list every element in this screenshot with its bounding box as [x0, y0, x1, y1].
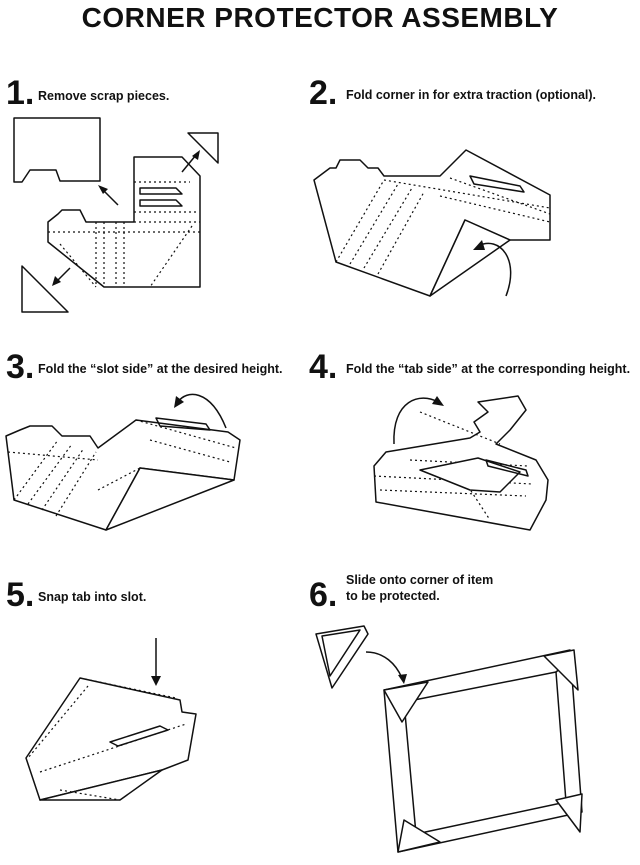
scrap-piece-square	[13, 117, 101, 183]
step-6-caption-line1: Slide onto corner of item	[346, 573, 494, 587]
step-5-number: 5.	[6, 576, 35, 614]
step-1-number: 1.	[6, 74, 35, 112]
step-1-caption: Remove scrap pieces.	[38, 89, 170, 103]
step-3-illustration	[5, 393, 241, 531]
step-4-illustration	[373, 395, 549, 531]
step-6-caption-line2: to be protected.	[346, 589, 440, 603]
step-4-caption: Fold the “tab side” at the corresponding…	[346, 362, 631, 376]
step-5-illustration	[25, 638, 197, 801]
scrap-triangle-top	[187, 132, 219, 164]
step-6-illustration	[315, 625, 583, 853]
step-4-number: 4.	[309, 348, 338, 386]
step-2-caption: Fold corner in for extra traction (optio…	[346, 88, 597, 102]
step-2-illustration	[313, 149, 551, 297]
step-3-number: 3.	[6, 348, 35, 386]
scrap-triangle-bottom	[21, 265, 69, 313]
step-6-number: 6.	[309, 576, 338, 614]
page-title: CORNER PROTECTOR ASSEMBLY	[81, 2, 559, 33]
step-1-illustration	[13, 117, 219, 313]
step-5-caption: Snap tab into slot.	[38, 590, 147, 604]
step-3-caption: Fold the “slot side” at the desired heig…	[38, 362, 283, 376]
step-2-number: 2.	[309, 74, 338, 112]
